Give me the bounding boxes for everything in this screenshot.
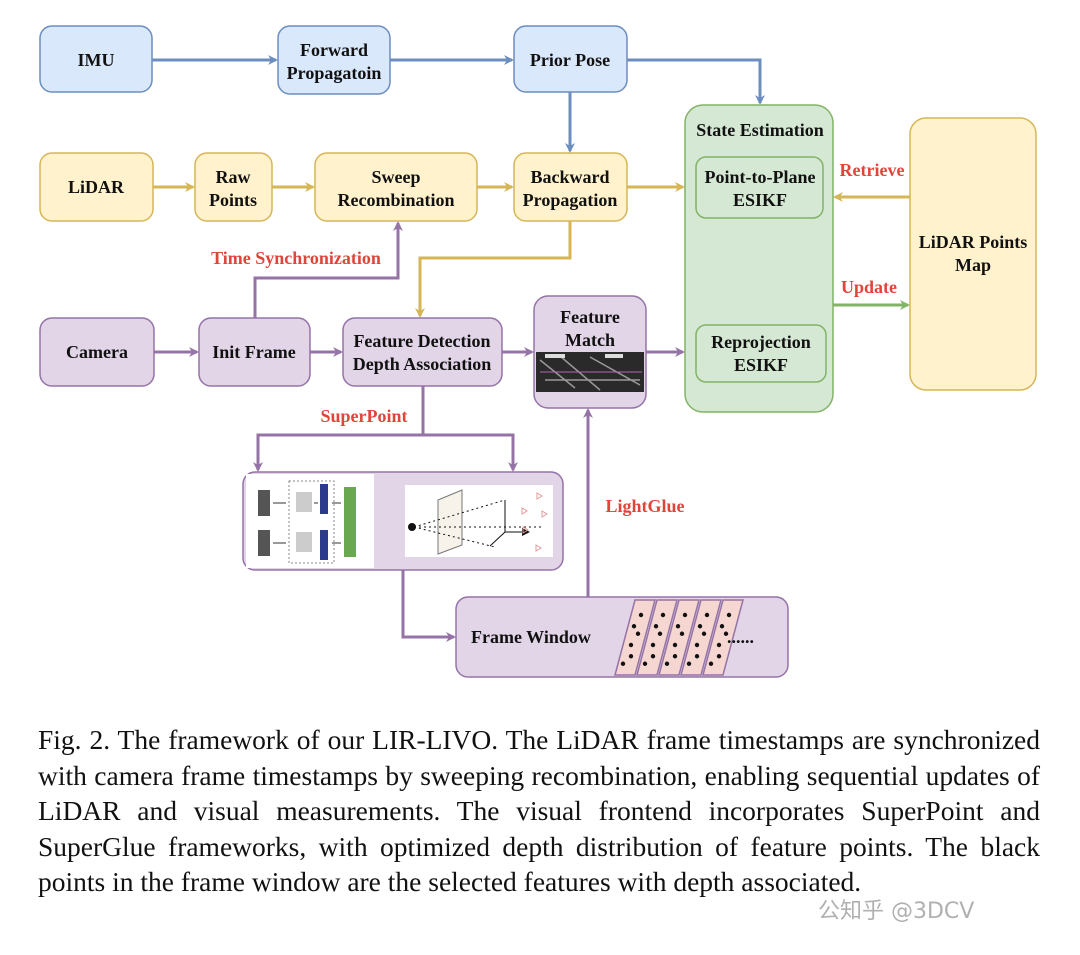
node-p2p xyxy=(695,156,824,219)
label-camera: Camera xyxy=(66,342,128,362)
feature-point xyxy=(650,642,656,648)
node-lidar xyxy=(39,152,154,222)
watermark: 公知乎 @3DCV xyxy=(818,899,975,924)
feature-point xyxy=(704,612,710,618)
feature-point xyxy=(664,661,670,666)
frame-parallelogram xyxy=(702,599,744,676)
feature-point xyxy=(672,642,678,648)
feature-point xyxy=(635,631,641,636)
frame-parallelogram xyxy=(614,599,656,676)
feature-match-image xyxy=(536,352,644,392)
label-prior: Prior Pose xyxy=(530,50,610,70)
edge-image-window xyxy=(401,570,456,642)
frame-window-frames xyxy=(614,599,744,676)
label-state: State Estimation xyxy=(696,120,824,140)
edge-label-retrieve: Retrieve xyxy=(840,160,905,180)
feature-point xyxy=(716,642,722,648)
edge-label-superpoint: SuperPoint xyxy=(320,406,407,426)
node-reproj xyxy=(695,324,827,383)
edge-label-update: Update xyxy=(841,277,897,297)
feature-point xyxy=(716,654,722,659)
feature-point xyxy=(675,624,681,629)
feature-point xyxy=(701,631,707,636)
feature-point xyxy=(653,624,659,629)
edge-superpoint-left xyxy=(253,433,423,472)
edge-init-sweep xyxy=(253,221,403,318)
label-window: Frame Window xyxy=(471,627,591,647)
figure-caption: Fig. 2. The framework of our LIR-LIVO. T… xyxy=(38,724,1040,898)
feature-point xyxy=(638,612,644,618)
edge-prior-state xyxy=(627,58,765,105)
feature-point xyxy=(650,654,656,659)
node-raw xyxy=(194,152,273,222)
feature-point xyxy=(628,642,634,648)
feature-point xyxy=(679,631,685,636)
feature-point xyxy=(719,624,725,629)
feature-point xyxy=(694,642,700,648)
feature-point xyxy=(660,612,666,618)
node-imu xyxy=(39,25,153,93)
frame-parallelogram xyxy=(636,599,678,676)
feature-point xyxy=(620,661,626,666)
node-camera xyxy=(39,317,155,387)
edge-superpoint-right xyxy=(423,433,518,472)
feature-point xyxy=(631,624,637,629)
edge-backward-feature-detection xyxy=(415,221,572,318)
feature-point xyxy=(642,661,648,666)
label-lidar: LiDAR xyxy=(68,177,125,197)
feature-point xyxy=(708,661,714,666)
edge-label-lightglue: LightGlue xyxy=(605,496,684,516)
frame-parallelogram xyxy=(680,599,722,676)
label-init: Init Frame xyxy=(212,342,295,362)
feature-point xyxy=(682,612,688,618)
node-init xyxy=(198,317,311,387)
feature-point xyxy=(694,654,700,659)
feature-point xyxy=(628,654,634,659)
label-imu: IMU xyxy=(78,50,115,70)
node-map xyxy=(909,117,1037,391)
node-forward xyxy=(277,25,391,95)
edge-label-time-sync: Time Synchronization xyxy=(211,248,381,268)
feature-point xyxy=(697,624,703,629)
node-prior xyxy=(513,25,628,93)
node-sweep xyxy=(314,152,478,222)
projection-geometry-image xyxy=(405,485,553,557)
feature-point xyxy=(686,661,692,666)
superpoint-network-image xyxy=(246,474,374,568)
feature-point xyxy=(672,654,678,659)
feature-point xyxy=(726,612,732,618)
node-backward xyxy=(513,152,628,222)
label-ellipsis: ...... xyxy=(727,627,754,647)
node-fd xyxy=(342,317,503,387)
feature-point xyxy=(657,631,663,636)
feature-point xyxy=(723,631,729,636)
frame-parallelogram xyxy=(658,599,700,676)
